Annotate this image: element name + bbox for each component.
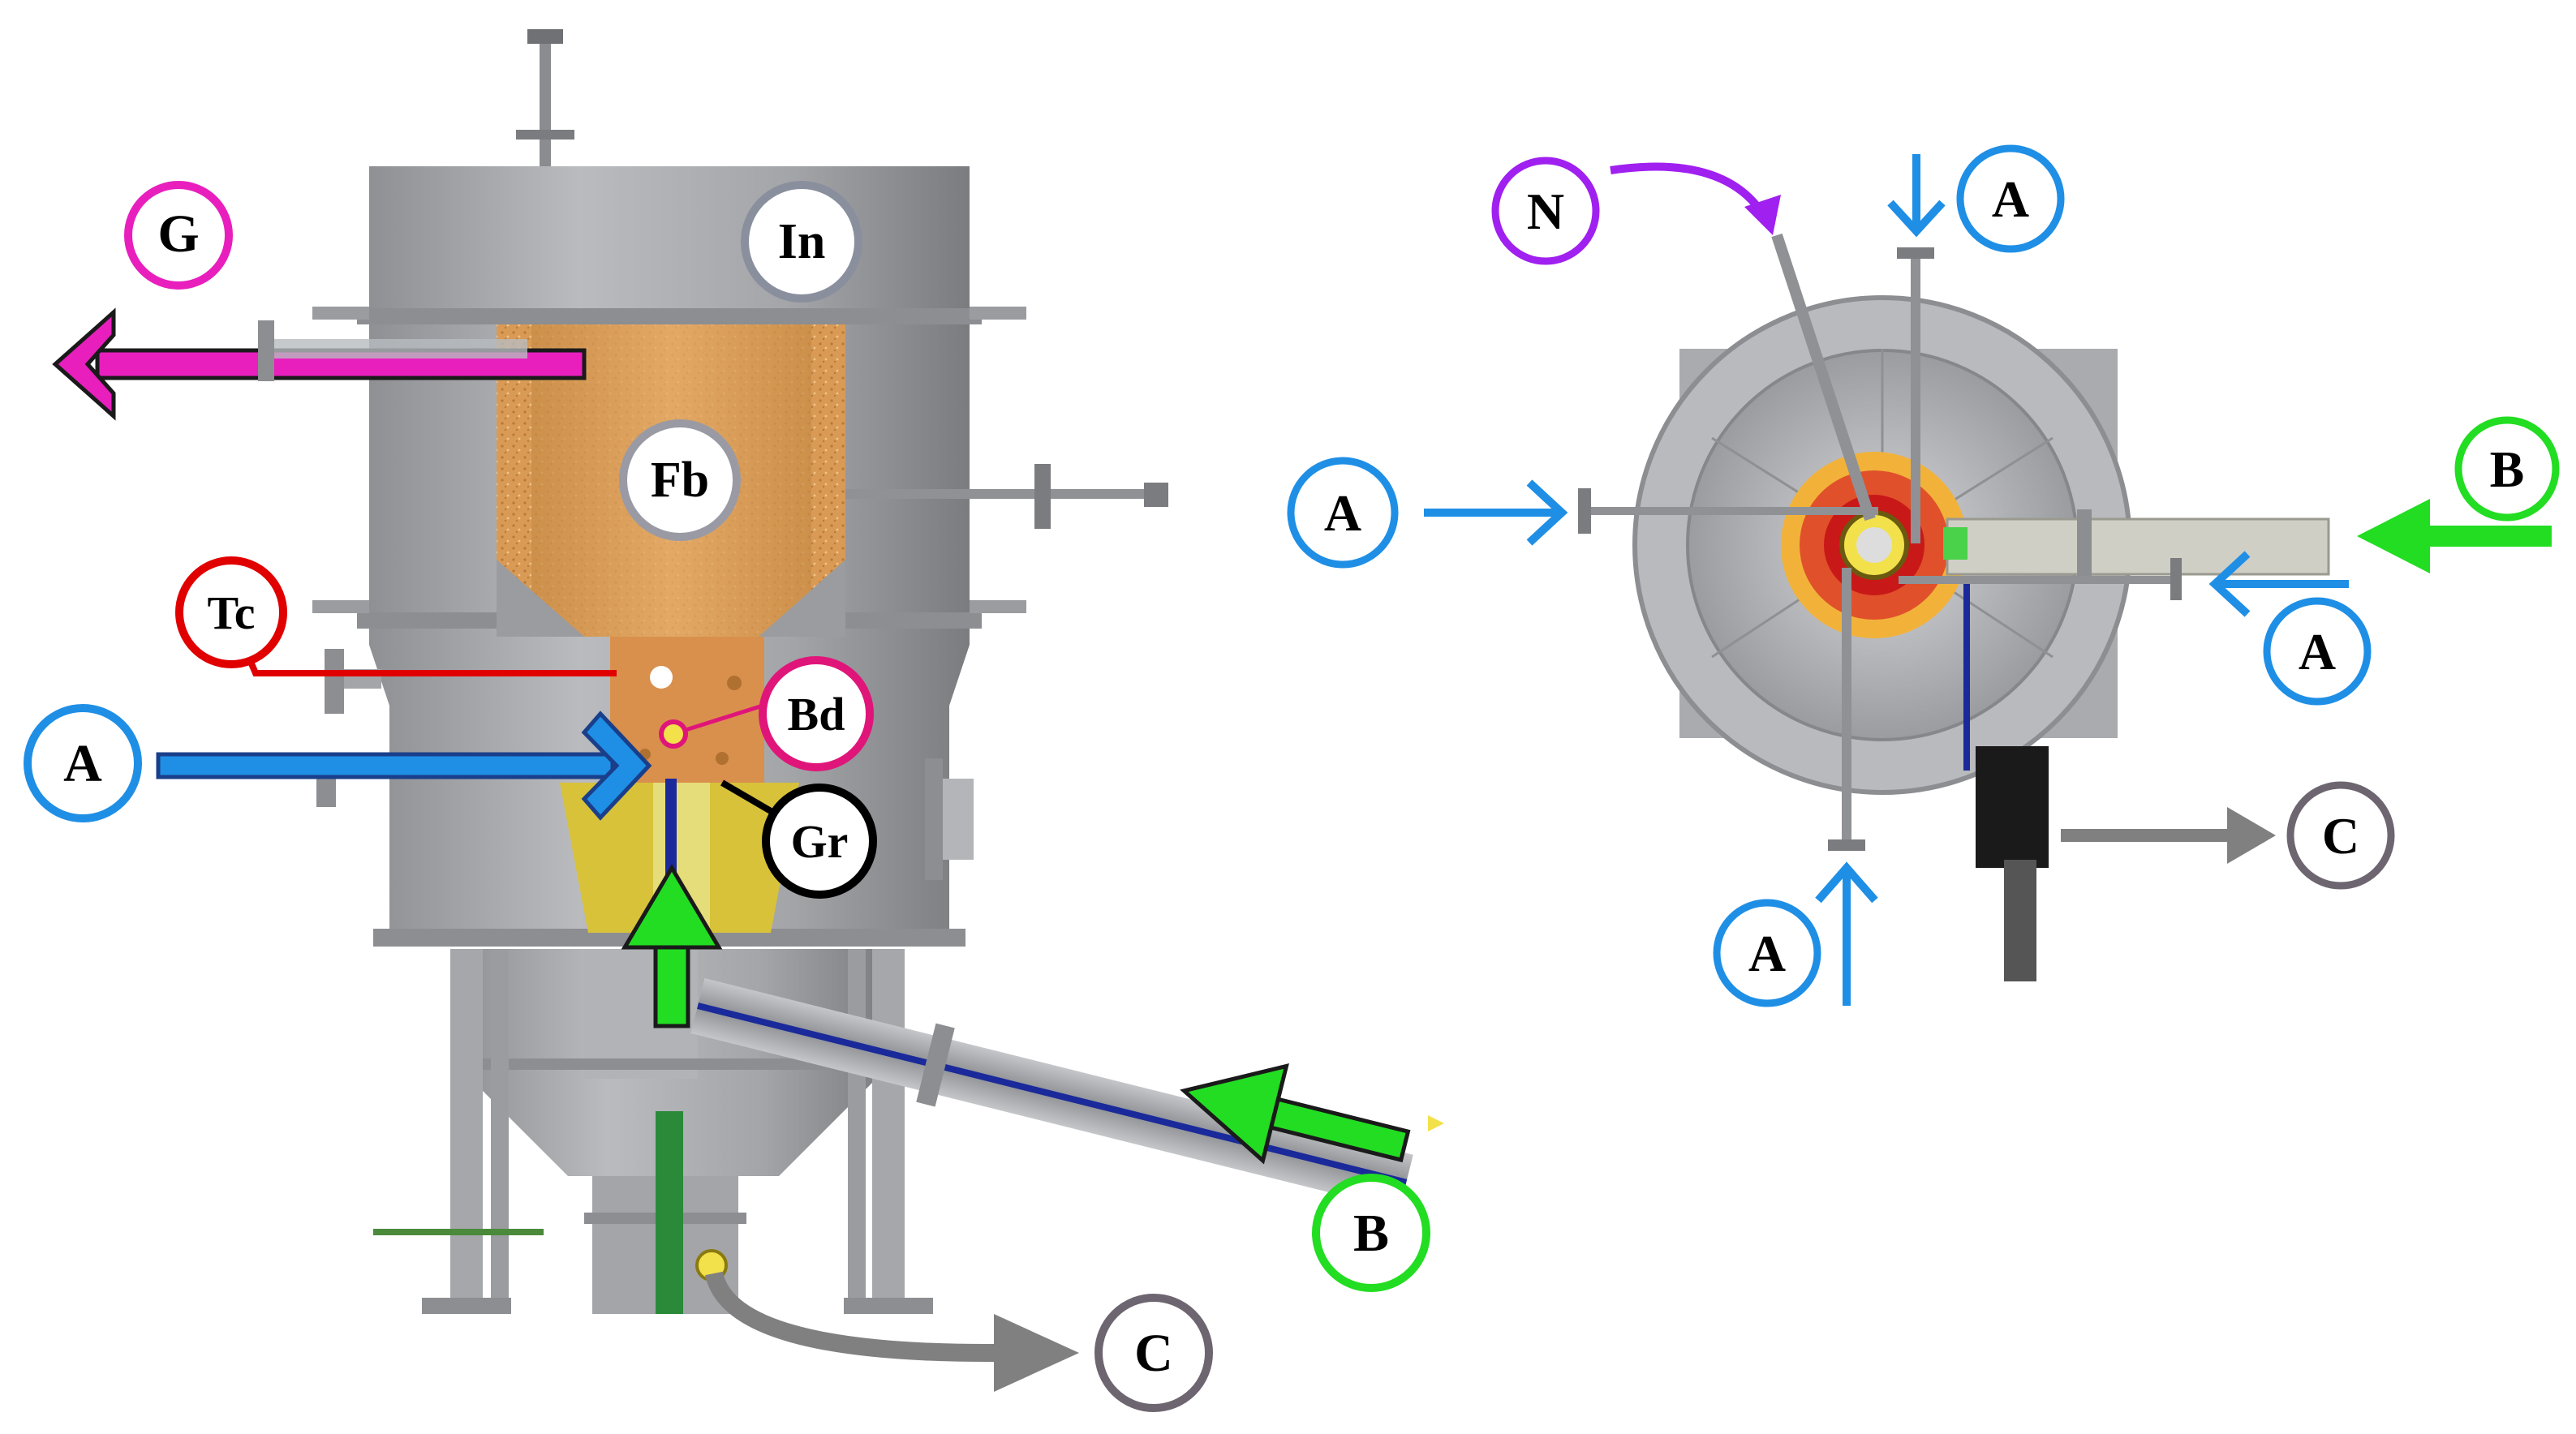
side-view: G In Fb Tc Bd A Gr B <box>24 29 1444 1412</box>
top-rod-down-flange <box>1828 839 1865 851</box>
right-rod-flange <box>1034 464 1051 529</box>
g-pipe <box>260 339 527 358</box>
label-a-top-text: A <box>1992 170 2029 228</box>
label-bd: Bd <box>759 656 874 771</box>
label-c-side-text: C <box>1134 1324 1173 1383</box>
label-a-side: A <box>24 704 142 822</box>
gr-leader <box>720 779 773 814</box>
leg-2 <box>491 949 509 1298</box>
label-a-top: A <box>1956 144 2065 253</box>
port-left-mid <box>312 600 369 613</box>
a-arrow-top <box>1887 154 1946 238</box>
g-pipe-flange <box>258 320 274 381</box>
screw-shaft <box>697 1003 1408 1186</box>
label-in-text: In <box>778 214 826 269</box>
label-tc-text: Tc <box>207 586 255 639</box>
left-port-upper-flange <box>325 649 344 714</box>
label-a-side-text: A <box>63 734 102 793</box>
leg-1 <box>450 949 483 1298</box>
top-rod-right-flange <box>2170 558 2182 600</box>
label-a-left-text: A <box>1324 484 1361 542</box>
port-right-top <box>970 307 1026 320</box>
label-a-bottom: A <box>1713 899 1821 1007</box>
port-right-mid <box>970 600 1026 613</box>
right-port-flange <box>925 758 943 880</box>
label-in: In <box>741 181 862 303</box>
foot-left <box>422 1298 511 1314</box>
upper-vessel-flange <box>357 308 982 324</box>
right-rod <box>803 489 1144 499</box>
port-left-top <box>312 307 369 320</box>
a-arrow-right <box>2208 551 2349 617</box>
top-center-hole <box>1856 527 1892 563</box>
top-view: N A A B A C A <box>1287 144 2560 1007</box>
label-gr: Gr <box>762 784 877 899</box>
label-c-side: C <box>1094 1294 1213 1412</box>
screw-feeder <box>690 978 1413 1210</box>
top-outlet-unit <box>1976 746 2049 868</box>
bd-leader <box>685 703 763 732</box>
top-rod-flange <box>516 130 574 140</box>
outlet-green-tube <box>656 1111 683 1314</box>
top-rod-up-flange <box>1897 247 1934 259</box>
green-rod <box>373 1229 544 1235</box>
label-a-bottom-text: A <box>1748 925 1786 982</box>
label-n: N <box>1491 157 1600 265</box>
bed-taper-left <box>497 560 584 637</box>
right-rod-end <box>1144 483 1168 507</box>
a-arrow-left <box>1424 479 1568 546</box>
screw-flange <box>916 1023 955 1107</box>
riser-hole-2 <box>727 676 742 690</box>
label-c-top: C <box>2286 781 2395 890</box>
b-inlet-arrow-vertical <box>621 864 723 1028</box>
leg-4 <box>872 949 905 1298</box>
riser-hole-3 <box>716 752 729 765</box>
top-feeder-green <box>1943 527 1967 560</box>
top-blue-pipe <box>1963 584 1970 771</box>
top-feeder-tube <box>1946 517 2330 576</box>
label-b-side: B <box>1312 1174 1430 1292</box>
label-tc: Tc <box>175 556 287 668</box>
label-fb: Fb <box>619 419 741 541</box>
label-b-top-text: B <box>2490 440 2525 498</box>
label-a-right: A <box>2263 597 2372 706</box>
top-rod-up <box>1911 251 1920 543</box>
label-g: G <box>124 181 233 290</box>
b-inlet-arrow-diagonal <box>1180 1063 1411 1165</box>
label-a-left: A <box>1287 457 1399 569</box>
top-outlet-tube <box>2004 860 2036 981</box>
leg-3 <box>848 949 866 1298</box>
a-arrow-bottom <box>1815 861 1878 1006</box>
label-fb-text: Fb <box>651 453 709 508</box>
top-rod-right <box>1899 576 2174 584</box>
a-inlet-arrow-side <box>156 711 652 821</box>
bed-taper-right <box>759 560 845 637</box>
top-rod-left-flange <box>1578 488 1591 534</box>
top-feeder-flange <box>2077 509 2092 584</box>
top-rod-cap <box>527 29 563 44</box>
label-bd-text: Bd <box>788 688 845 741</box>
label-n-text: N <box>1527 182 1564 240</box>
label-g-text: G <box>157 204 199 264</box>
c-arrow-top-view <box>2061 807 2276 864</box>
label-b-side-text: B <box>1353 1204 1389 1263</box>
top-rod-down <box>1842 568 1851 844</box>
c-outlet-arrow-side <box>705 1271 1079 1392</box>
n-arrow <box>1610 162 1781 235</box>
label-c-top-text: C <box>2322 807 2359 865</box>
top-rod-n <box>1771 233 1876 522</box>
label-gr-text: Gr <box>791 815 849 868</box>
right-port <box>941 779 974 860</box>
hopper-band <box>450 1058 892 1070</box>
label-b-top: B <box>2454 416 2560 522</box>
riser-hole-1 <box>650 666 673 689</box>
yellow-tip <box>1428 1115 1444 1131</box>
b-arrow-top-view <box>2357 499 2552 573</box>
label-a-right-text: A <box>2299 623 2336 681</box>
bd-marker <box>659 719 688 749</box>
foot-right <box>844 1298 933 1314</box>
top-rod-left <box>1578 507 1878 515</box>
